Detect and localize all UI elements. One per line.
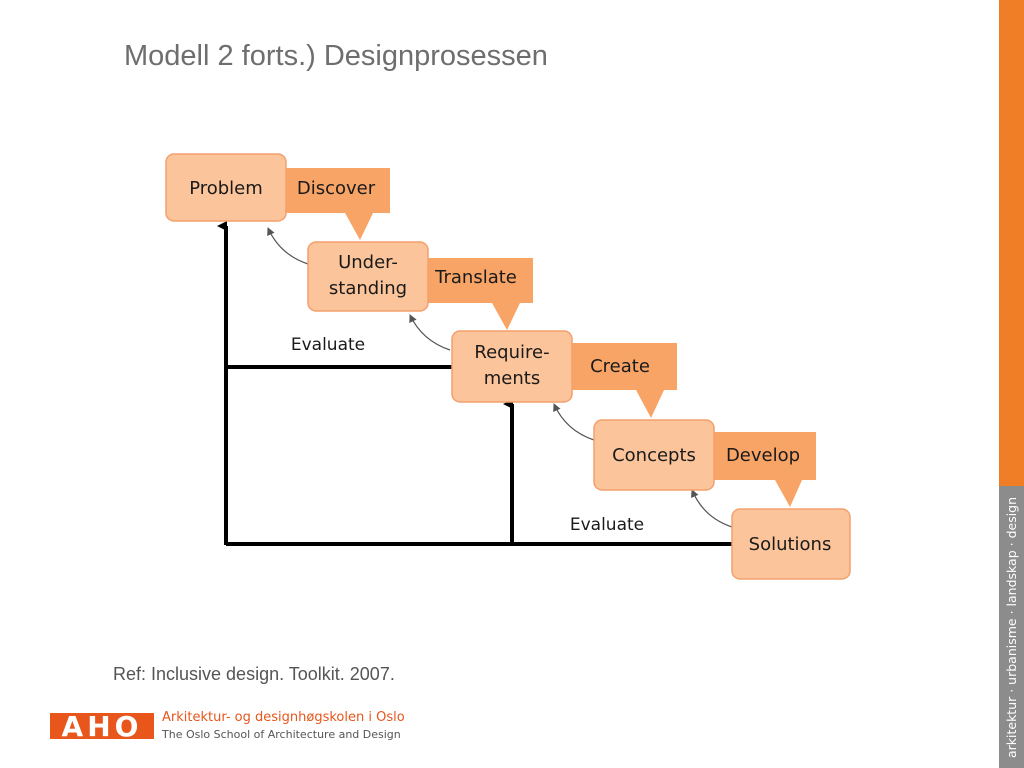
logo-school-name: Arkitektur- og designhøgskolen i Oslo [162,710,405,725]
stage-label: Solutions [749,534,832,555]
action-translate: Translate [427,258,533,330]
feedback-lines [217,221,734,546]
action-label: Create [590,356,650,377]
stage-label-line1: Require- [474,342,549,363]
action-create: Create [570,343,677,418]
return-arrow-2 [409,314,451,351]
action-callouts: Discover Translate Create Develop [285,168,816,507]
aho-logo-icon: AHO [50,713,154,739]
stage-label: Problem [189,178,263,199]
stage-boxes: Problem Under- standing Require- ments C… [165,153,851,580]
side-bar-orange [999,0,1024,486]
stage-requirements: Require- ments [451,330,573,403]
stage-label: Concepts [612,445,696,466]
stage-understanding: Under- standing [307,241,429,312]
evaluate-label-upper: Evaluate [291,335,365,355]
action-develop: Develop [712,432,816,507]
stage-label-line1: Under- [338,252,398,273]
slide-title: Modell 2 forts.) Designprosessen [124,40,548,72]
action-label: Translate [434,267,517,288]
side-bar [999,0,1024,768]
logo-school-name-english: The Oslo School of Architecture and Desi… [162,728,401,741]
return-arrow-1 [267,227,309,265]
logo-mark: AHO [62,713,143,739]
action-label: Develop [726,445,800,466]
evaluate-label-lower: Evaluate [570,515,644,535]
stage-concepts: Concepts [593,419,715,491]
stage-problem: Problem [165,153,287,222]
reference-text: Ref: Inclusive design. Toolkit. 2007. [113,664,395,684]
return-arrow-3 [553,403,595,441]
return-arrows [267,227,733,528]
stage-label-line2: ments [484,368,540,389]
action-discover: Discover [285,168,390,240]
stage-solutions: Solutions [731,508,851,580]
side-bar-gray [999,486,1024,768]
stage-label-line2: standing [329,278,407,299]
return-arrow-4 [691,489,733,528]
action-label: Discover [297,178,376,199]
